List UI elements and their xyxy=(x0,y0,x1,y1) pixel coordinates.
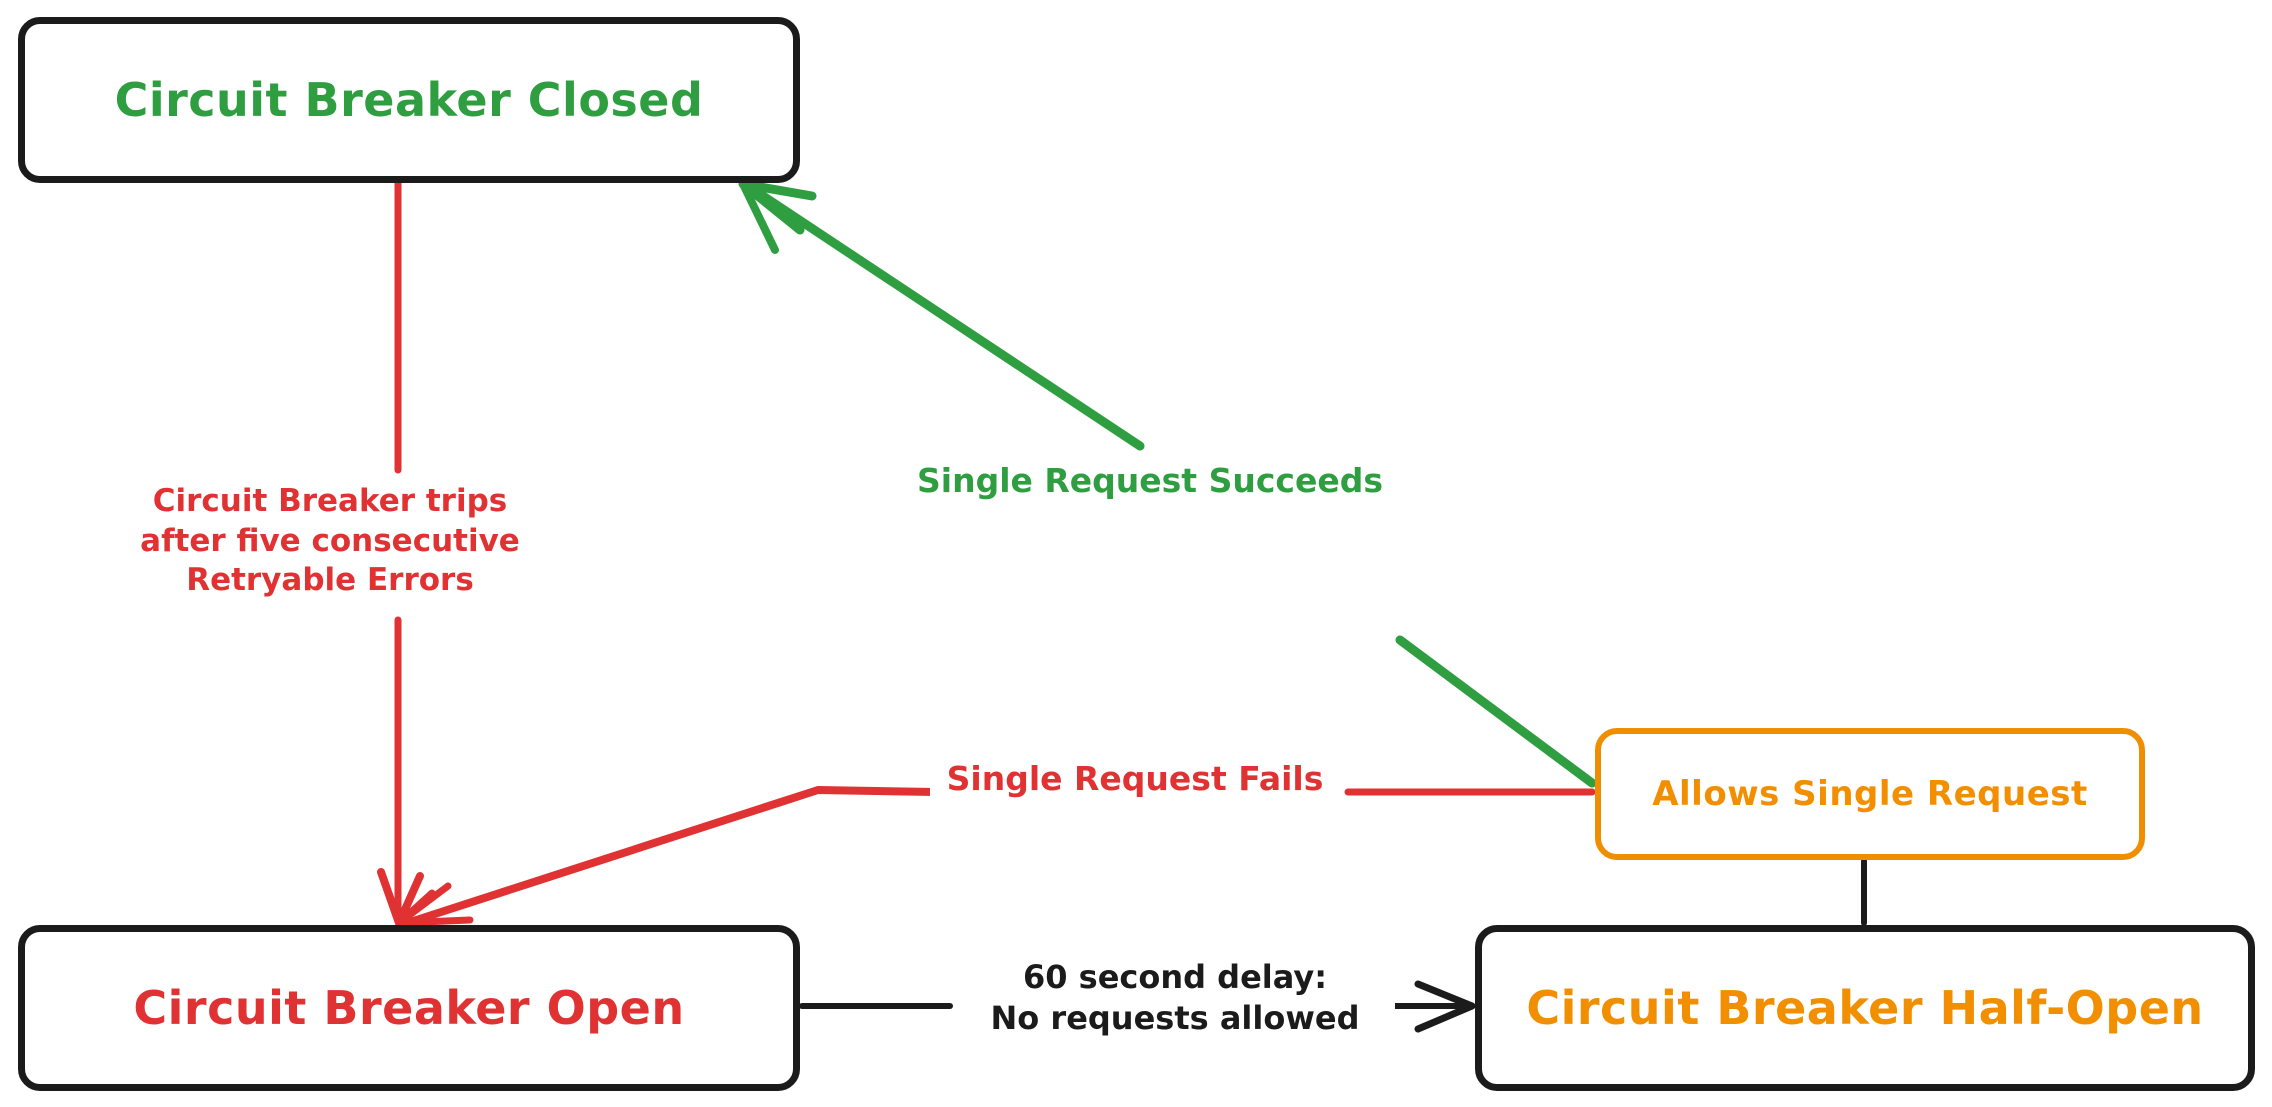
node-circuit-breaker-open[interactable]: Circuit Breaker Open xyxy=(18,925,800,1091)
node-label-circuit-breaker-open: Circuit Breaker Open xyxy=(133,981,685,1035)
node-label-circuit-breaker-closed: Circuit Breaker Closed xyxy=(114,73,704,127)
edge-open-to-half-open xyxy=(799,980,1476,1033)
node-allows-single-request[interactable]: Allows Single Request xyxy=(1595,728,2145,860)
edge-label-sixty-second-delay: 60 second delay: No requests allowed xyxy=(955,957,1395,1039)
node-label-allows-single-request: Allows Single Request xyxy=(1652,774,2088,814)
node-label-circuit-breaker-half-open: Circuit Breaker Half-Open xyxy=(1526,981,2204,1035)
edge-allows-to-open xyxy=(395,786,1596,928)
edge-allows-to-closed xyxy=(738,179,1597,788)
node-circuit-breaker-half-open[interactable]: Circuit Breaker Half-Open xyxy=(1475,925,2255,1091)
edge-label-single-request-fails: Single Request Fails xyxy=(930,758,1340,801)
edge-label-single-request-succeeds: Single Request Succeeds xyxy=(905,460,1395,503)
edge-label-closed-to-open: Circuit Breaker trips after five consecu… xyxy=(120,482,540,602)
node-circuit-breaker-closed[interactable]: Circuit Breaker Closed xyxy=(18,17,800,183)
